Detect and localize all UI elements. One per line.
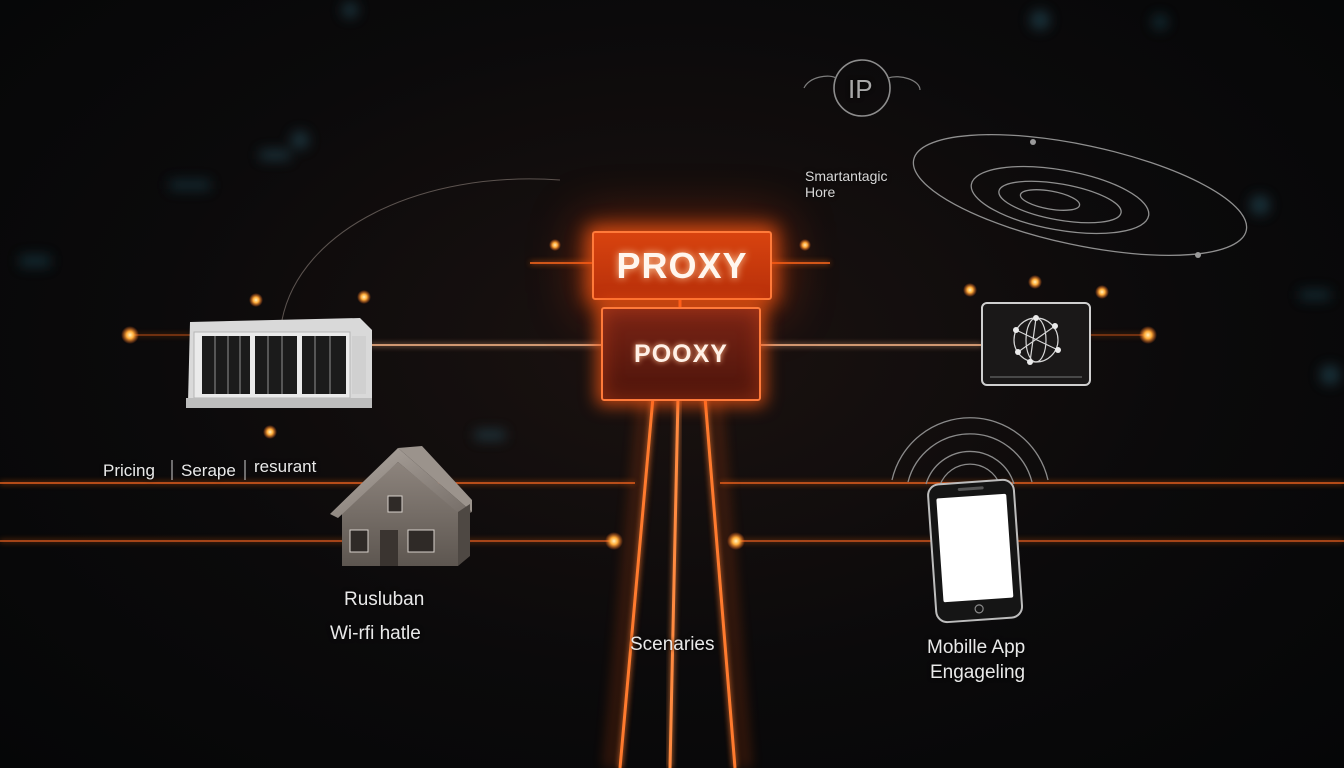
orbit-rings-icon <box>912 134 1248 258</box>
menu-item-serape: Serape <box>181 461 236 480</box>
smart-label-line1: Smartantagic <box>805 168 888 184</box>
menu-item-resurant: resurant <box>254 457 317 476</box>
proxy-beams <box>603 296 752 768</box>
scenarios-label: Scenaries <box>630 634 715 655</box>
background-bokeh <box>20 2 1340 440</box>
ip-icon <box>803 59 921 117</box>
house-label-line2: Wi-rfi hatle <box>330 623 421 644</box>
house-icon <box>330 446 472 566</box>
proxy-server-box: POOXY <box>601 307 761 401</box>
house-label-line1: Rusluban <box>344 589 425 610</box>
connector-lines <box>0 262 1344 542</box>
mobile-label-line1: Mobille App <box>927 637 1026 658</box>
proxy-header-box: PROXY <box>592 231 772 300</box>
smartphone-icon <box>927 478 1024 624</box>
smart-label-line2: Hore <box>805 184 836 200</box>
server-icon <box>186 318 372 408</box>
menu-item-pricing: Pricing <box>103 461 155 480</box>
ip-label: IP <box>848 74 873 104</box>
wifi-signal-icon <box>891 417 1049 486</box>
globe-network-icon <box>981 302 1091 386</box>
connection-arc <box>281 178 561 321</box>
mobile-label-line2: Engageling <box>930 662 1026 683</box>
glow-dots <box>121 239 1157 550</box>
proxy-header-label: PROXY <box>616 244 748 286</box>
proxy-server-label: POOXY <box>634 339 728 368</box>
